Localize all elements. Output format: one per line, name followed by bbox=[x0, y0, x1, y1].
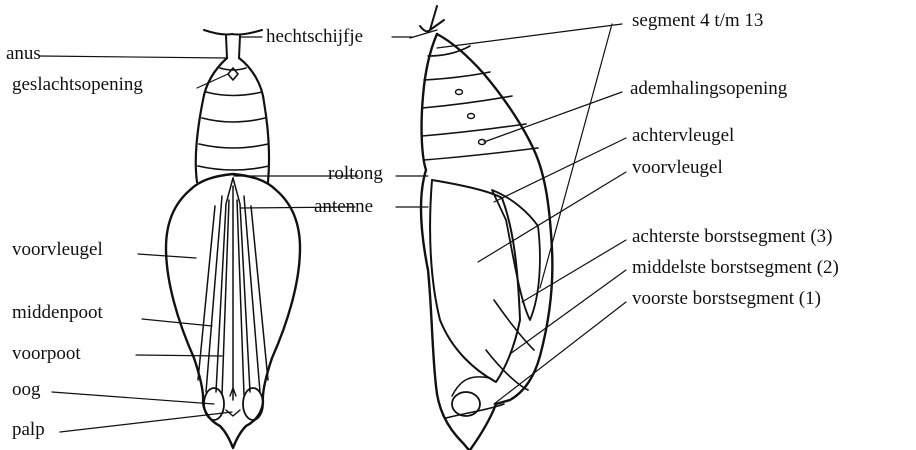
segment-rings-right bbox=[422, 46, 538, 160]
forewing-case-right bbox=[430, 180, 520, 382]
label-achtervleugel: achtervleugel bbox=[632, 125, 734, 147]
label-anus: anus bbox=[6, 43, 41, 65]
spiracles bbox=[456, 90, 486, 145]
cremaster-hook-right bbox=[420, 6, 444, 31]
label-achterste-borstsegment: achterste borstsegment (3) bbox=[632, 226, 832, 248]
label-ademhalingsopening: ademhalingsopening bbox=[630, 78, 787, 100]
label-voorste-borstsegment: voorste borstsegment (1) bbox=[632, 288, 821, 310]
cremaster-stem-left bbox=[226, 36, 240, 58]
label-palp: palp bbox=[12, 419, 45, 441]
label-voorpoot: voorpoot bbox=[12, 343, 81, 365]
label-oog: oog bbox=[12, 379, 41, 401]
label-roltong: roltong bbox=[328, 163, 383, 185]
pupa-ventral-view bbox=[166, 30, 300, 448]
label-voorvleugel-left: voorvleugel bbox=[12, 239, 103, 261]
eye-lateral bbox=[452, 392, 480, 416]
ventral-outline-right bbox=[437, 34, 552, 450]
label-segment: segment 4 t/m 13 bbox=[632, 10, 763, 32]
label-antenne: antenne bbox=[314, 196, 373, 218]
eye-right bbox=[243, 388, 263, 420]
label-hechtschijfje: hechtschijfje bbox=[266, 26, 363, 48]
pupa-lateral-view bbox=[420, 6, 552, 450]
label-middelste-borstsegment: middelste borstsegment (2) bbox=[632, 257, 839, 279]
dorsal-outline-right bbox=[421, 34, 470, 450]
label-voorvleugel-right: voorvleugel bbox=[632, 157, 723, 179]
label-middenpoot: middenpoot bbox=[12, 302, 103, 324]
label-geslachtsopening: geslachtsopening bbox=[12, 74, 143, 96]
cremaster-hook-left bbox=[204, 30, 262, 35]
appendages-left bbox=[198, 178, 268, 400]
